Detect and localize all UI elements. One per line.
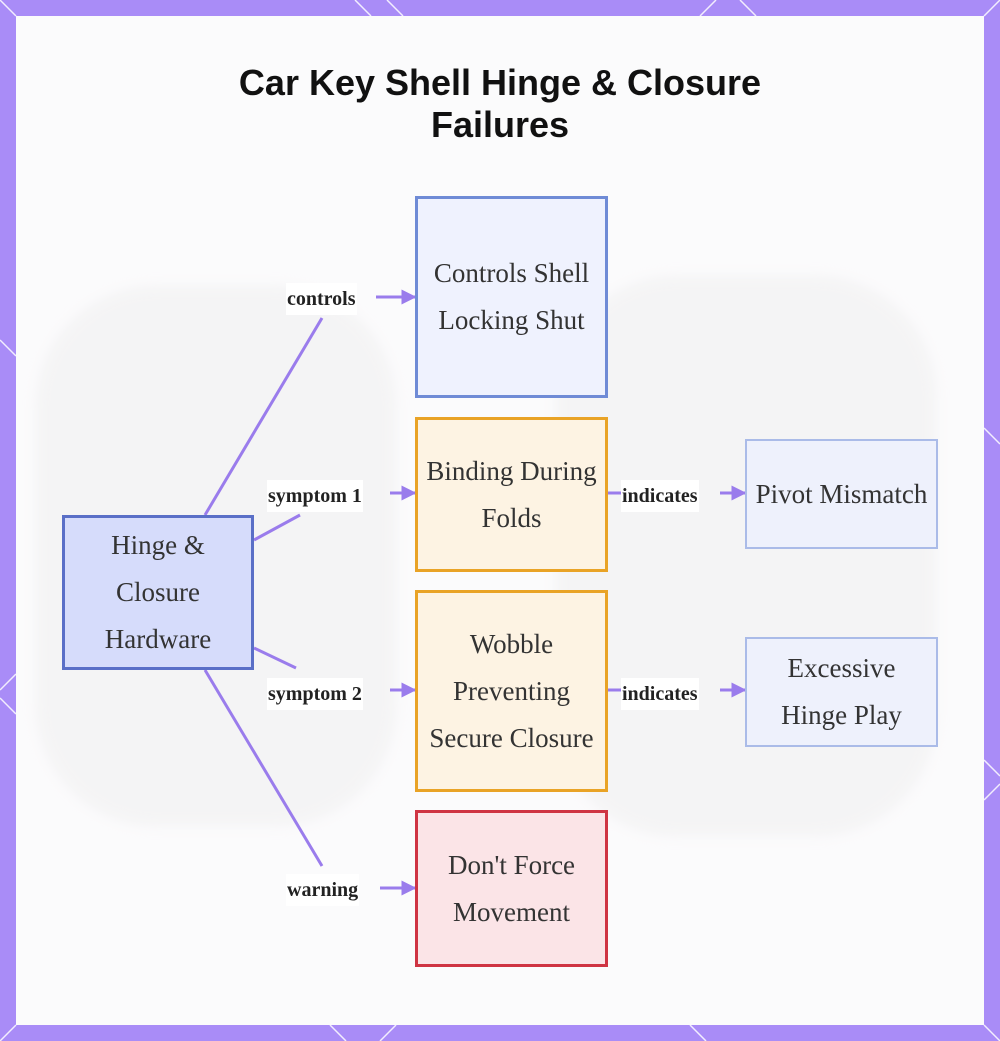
node-warning-text: Don't Force Movement	[447, 849, 576, 927]
edge-warning	[203, 669, 324, 867]
edge-label-controls: controls	[286, 283, 357, 315]
node-pivot-text: Pivot Mismatch	[755, 478, 928, 509]
edge-symptom2	[253, 646, 297, 670]
edge-controls	[203, 317, 324, 516]
node-hinge-play-text: Excessive Hinge Play	[781, 653, 902, 730]
node-controls-shell-locking: Controls Shell Locking Shut	[415, 196, 608, 398]
node-binding-text: Binding During Folds	[426, 455, 597, 533]
node-pivot-mismatch: Pivot Mismatch	[745, 439, 938, 549]
edge-label-indicates-2: indicates	[621, 678, 699, 710]
node-controls-text: Controls Shell Locking Shut	[433, 258, 590, 335]
node-hinge-closure-hardware: Hinge & Closure Hardware	[62, 515, 254, 670]
node-excessive-hinge-play: Excessive Hinge Play	[745, 637, 938, 747]
edge-label-indicates-1: indicates	[621, 480, 699, 512]
edge-label-symptom-2: symptom 2	[267, 678, 363, 710]
title-line-2: Failures	[430, 104, 570, 145]
node-wobble-closure: Wobble Preventing Secure Closure	[415, 590, 608, 792]
node-binding-during-folds: Binding During Folds	[415, 417, 608, 572]
title-line-1: Car Key Shell Hinge & Closure	[238, 62, 762, 103]
node-root-text: Hinge & Closure Hardware	[104, 530, 212, 654]
edge-label-symptom-1: symptom 1	[267, 480, 363, 512]
edge-label-warning: warning	[286, 874, 360, 906]
diagram-title: Car Key Shell Hinge & Closure Failures	[0, 62, 1000, 146]
node-wobble-text: Wobble Preventing Secure Closure	[429, 628, 594, 753]
edge-symptom1	[253, 513, 301, 542]
node-dont-force-movement: Don't Force Movement	[415, 810, 608, 967]
